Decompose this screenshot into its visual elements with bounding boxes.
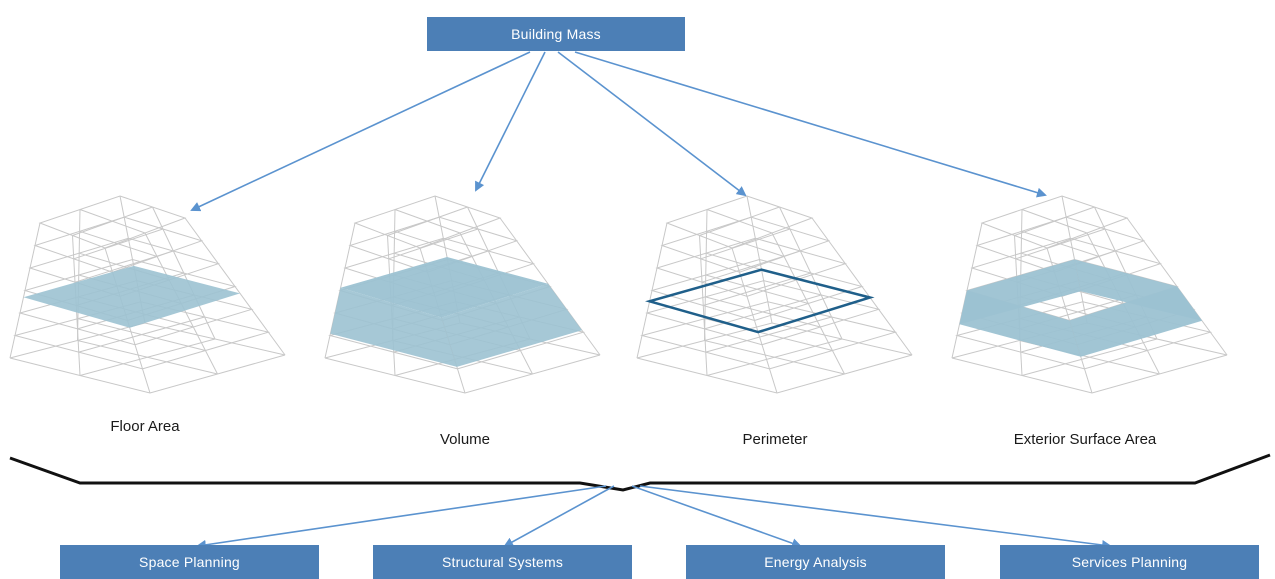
building-mass-label: Building Mass (511, 26, 601, 42)
floor-area-label: Floor Area (110, 418, 180, 435)
space-planning-box: Space Planning (60, 545, 319, 579)
perimeter-grid-line (704, 340, 845, 375)
volume-edge (324, 222, 356, 359)
floor-area-edge (152, 206, 216, 340)
volume-pyramid (324, 195, 601, 394)
perimeter-edge (779, 206, 843, 340)
floor-area-edge (77, 209, 81, 341)
energy-analysis-box: Energy Analysis (686, 545, 945, 579)
arrow-to-volume (475, 51, 546, 192)
perimeter-edge (731, 247, 778, 394)
floor-area-highlight (23, 265, 240, 328)
floor-area-grid-level (38, 195, 187, 249)
volume-grid-level (353, 195, 502, 249)
volume-label: Volume (439, 431, 491, 448)
services-planning-label: Services Planning (1071, 554, 1188, 570)
perimeter-grid-line (706, 230, 785, 257)
perimeter-edge (704, 209, 708, 341)
perimeter-highlight (645, 268, 875, 334)
exterior-surface-area-highlight (959, 259, 1081, 325)
floor-area-grid-line (77, 340, 218, 375)
exterior-surface-area-pyramid (951, 195, 1228, 394)
structural-systems-label: Structural Systems (441, 554, 564, 570)
perimeter-edge (746, 195, 773, 324)
services-planning-box: Services Planning (1000, 545, 1259, 579)
perimeter-edge (771, 232, 845, 375)
floor-area-pyramid (9, 195, 286, 394)
floor-area-grid-line (77, 318, 206, 351)
volume-grid-line (394, 230, 473, 257)
space-planning-label: Space Planning (139, 554, 240, 570)
perimeter-grid-level (636, 322, 913, 394)
arrow-to-energy-analysis (631, 485, 802, 549)
energy-analysis-label: Energy Analysis (764, 554, 867, 570)
exterior-surface-area-grid-level (980, 195, 1129, 249)
perimeter-pyramid (636, 195, 913, 394)
perimeter-grid-level (665, 195, 814, 249)
exterior-surface-area-grid-line (1021, 230, 1100, 257)
floor-area-edge (9, 222, 41, 359)
structural-systems-box: Structural Systems (373, 545, 632, 579)
building-mass-box: Building Mass (427, 17, 685, 51)
perimeter-grid-line (705, 296, 821, 328)
volume-highlight (340, 257, 548, 318)
arrow-to-structural-systems (503, 485, 615, 547)
arrow-to-exterior-surface-area (574, 51, 1047, 198)
perimeter-edge (636, 222, 668, 359)
grouping-brace (9, 453, 1271, 492)
arrow-to-space-planning (196, 485, 607, 550)
perimeter-edge (699, 235, 708, 376)
floor-area-edge (184, 217, 286, 356)
perimeter-edge (811, 217, 913, 356)
volume-edge (499, 217, 601, 356)
arrow-to-perimeter (557, 51, 747, 197)
perimeter-label: Perimeter (742, 431, 808, 448)
exterior-surface-area-highlight (1074, 259, 1202, 321)
floor-area-grid-level (9, 322, 286, 394)
volume-highlight (330, 287, 457, 367)
arrow-to-services-planning (639, 485, 1112, 550)
exterior-surface-area-label: Exterior Surface Area (1013, 431, 1157, 448)
arrow-to-floor-area (190, 51, 531, 212)
floor-area-grid-line (79, 230, 158, 257)
volume-highlight (441, 283, 582, 367)
